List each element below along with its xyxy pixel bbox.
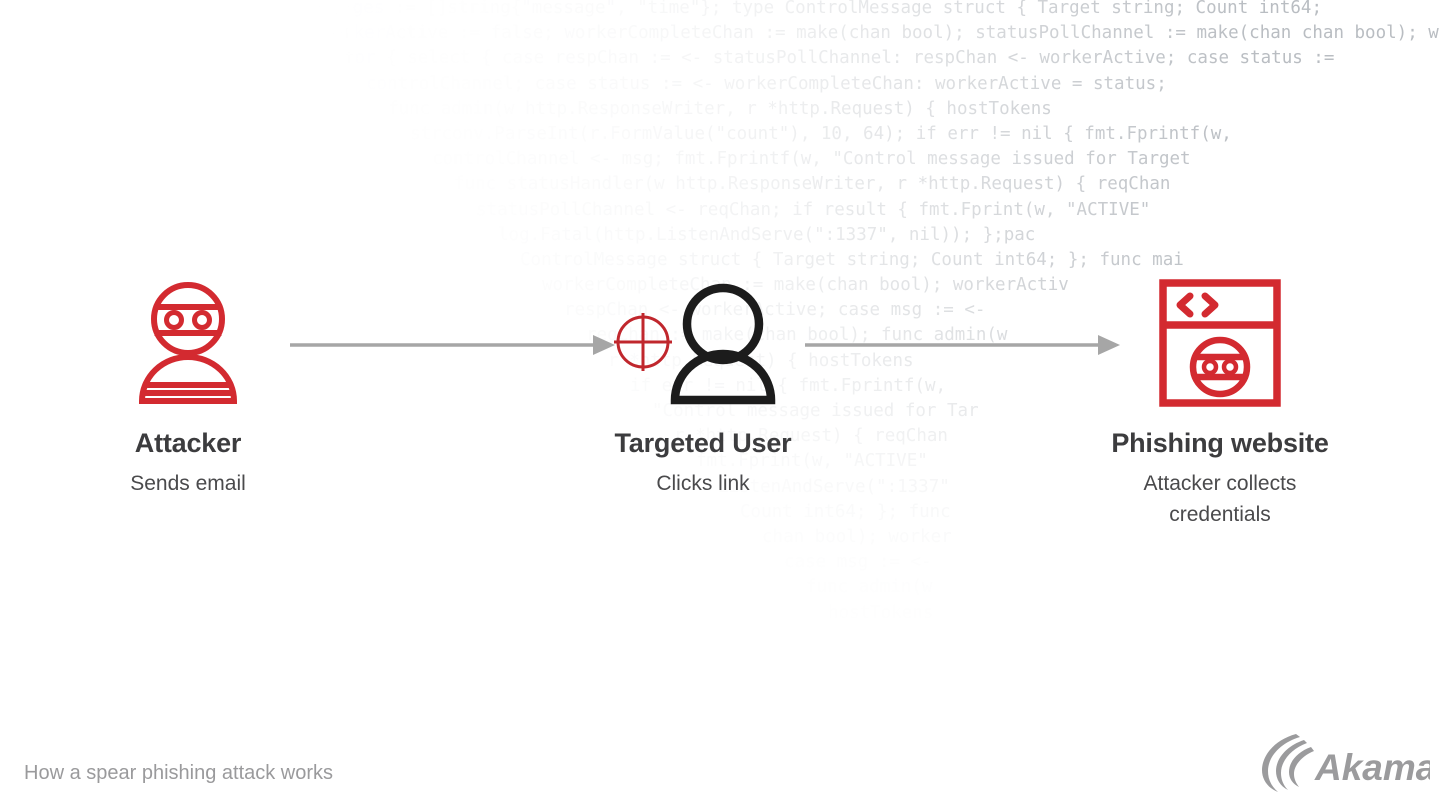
slide-caption: How a spear phishing attack works (24, 762, 334, 784)
targeted-user-art (573, 278, 833, 408)
attacker-title: Attacker (134, 428, 242, 458)
flow-node-phishing-website: Phishing website Attacker collects crede… (1090, 278, 1350, 530)
akamai-wordmark: Akamai (1314, 747, 1430, 788)
akamai-logo: Akamai (1260, 726, 1430, 798)
attacker-art (58, 278, 318, 408)
person-silhouette-icon (614, 283, 776, 405)
attacker-subtitle: Sends email (130, 472, 246, 495)
phishing-website-subtitle: Attacker collects credentials (1143, 472, 1297, 526)
arrow-attacker-to-user (290, 330, 615, 360)
phishing-website-title: Phishing website (1111, 428, 1329, 458)
arrow-right-icon (805, 335, 1120, 355)
flow-node-targeted-user: Targeted User Clicks link (573, 278, 833, 499)
arrow-right-icon (290, 335, 615, 355)
browser-window-with-masked-face-icon (1159, 279, 1281, 407)
phishing-website-art (1090, 278, 1350, 408)
flow-node-attacker: Attacker Sends email (58, 278, 318, 499)
crosshair-target-icon (614, 313, 672, 371)
masked-burglar-person-icon (138, 282, 238, 404)
arrow-user-to-website (805, 330, 1120, 360)
targeted-user-title: Targeted User (614, 428, 792, 458)
targeted-user-subtitle: Clicks link (656, 472, 750, 495)
